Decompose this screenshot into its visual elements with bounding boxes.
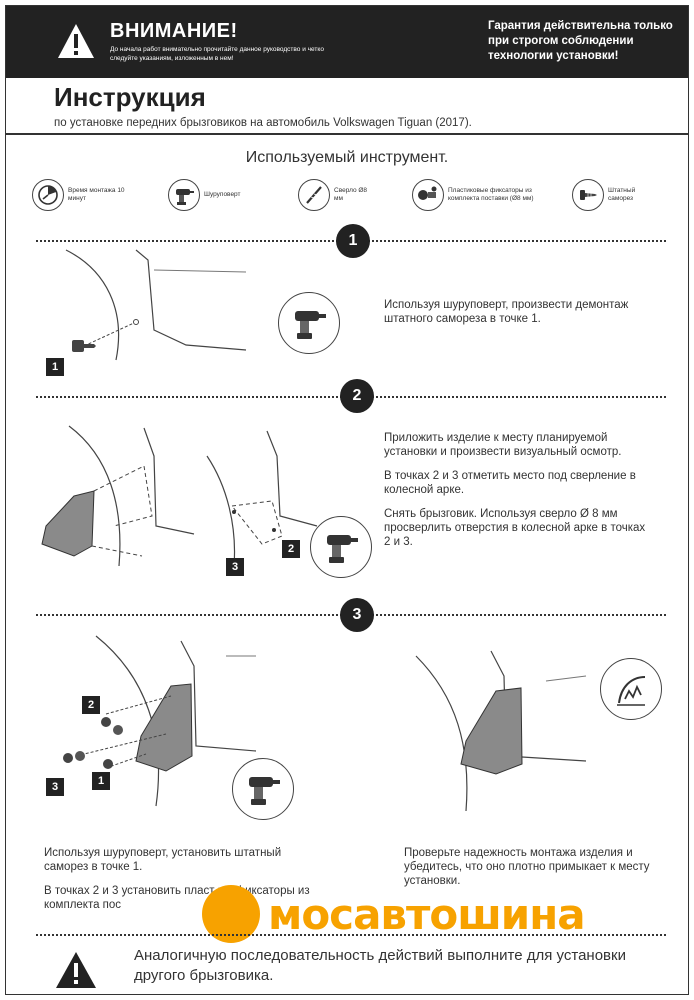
step2-instructions: Приложить изделие к месту планируемой ус… [384,431,654,559]
drill-icon [168,179,200,211]
tool-item-time: Время монтажа 10 минут [32,173,142,217]
callout-point-1: 1 [46,358,64,376]
step3-instructions-right: Проверьте надежность монтажа изделия и у… [404,846,654,898]
warning-triangle-icon [58,24,94,58]
tool-label: Пластиковые фиксаторы из комплекта поста… [448,187,534,202]
page-subtitle: по установке передних брызговиков на авт… [54,117,472,129]
step1-arch-illustration [65,249,247,361]
brand-logo: мосавтошина [202,884,586,944]
title-divider [6,133,688,135]
warning-text: До начала работ внимательно прочитайте д… [110,46,324,62]
page-title: Инструкция [54,82,206,112]
instruction-text: Проверьте надежность монтажа изделия и у… [404,847,650,887]
callout-point-2: 2 [282,540,300,558]
drill-tool-badge [232,758,294,820]
drill-icon [295,311,326,339]
instruction-text: Используя шуруповерт, произвести демонта… [384,299,629,325]
warning-title: ВНИМАНИЕ! [110,20,238,42]
step2-marking-points-illustration [206,430,318,567]
footer-note: Аналогичную последовательность действий … [134,947,626,984]
footer-separator [36,934,666,936]
step-number-3: 3 [340,598,374,632]
instruction-text: Снять брызговик. Используя сверло Ø 8 мм… [384,508,646,548]
tool-label: Шуруповерт [204,191,241,198]
warning-header: ВНИМАНИЕ! До начала работ внимательно пр… [6,6,688,78]
drill-tool-badge [310,516,372,578]
logo-text: мосавтошина [268,889,586,939]
warning-triangle-icon [56,952,96,988]
step3-installed-mudflap-illustration [415,650,587,812]
step2-mudflap-fitting-illustration [41,425,195,567]
mudflap-fit-icon [617,676,646,706]
callout-point-3: 3 [226,558,244,576]
tool-label: Штатный саморез [608,187,636,202]
step-number-1: 1 [336,224,370,258]
drill-icon [327,535,358,563]
screw-icon [572,179,604,211]
tool-item-screw: Штатный саморез [572,173,682,217]
tool-label: Время монтажа 10 минут [68,187,125,202]
clip-icon [412,179,444,211]
clock-icon [32,179,64,211]
tools-title: Используемый инструмент. [245,149,449,166]
warranty-note: Гарантия действительна только при строго… [488,20,673,62]
drill-bit-icon [298,179,330,211]
step3-installation-illustration [63,635,257,807]
instruction-text: Используя шуруповерт, установить штатный… [44,847,282,873]
tool-item-bit: Сверло Ø8 мм [298,173,408,217]
tool-item-clips: Пластиковые фиксаторы из комплекта поста… [412,173,562,217]
instruction-text: Приложить изделие к месту планируемой ус… [384,432,622,458]
tool-item-drill: Шуруповерт [168,173,278,217]
drill-icon [249,777,280,805]
drill-tool-badge [278,292,340,354]
step1-instructions: Используя шуруповерт, произвести демонта… [384,298,644,336]
logo-circle-icon [202,885,260,943]
tool-label: Сверло Ø8 мм [334,187,368,202]
instruction-text: В точках 2 и 3 отметить место под сверле… [384,470,636,496]
instruction-sheet: ВНИМАНИЕ! До начала работ внимательно пр… [5,5,689,995]
check-fit-badge [600,658,662,720]
callout-point-2: 2 [82,696,100,714]
callout-point-3: 3 [46,778,64,796]
callout-point-1: 1 [92,772,110,790]
step-number-2: 2 [340,379,374,413]
